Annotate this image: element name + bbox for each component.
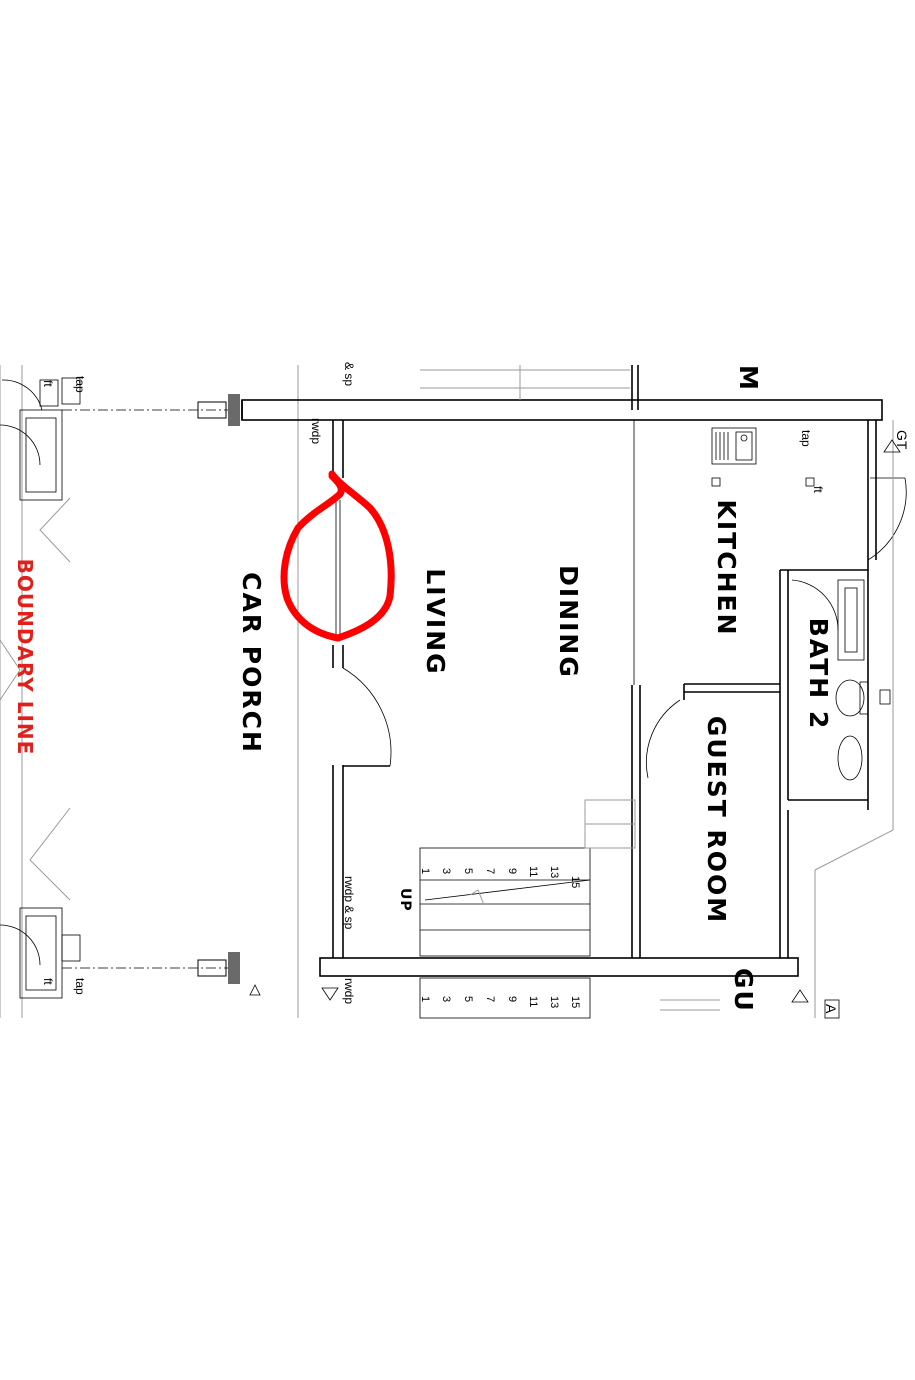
ft-label-left-top: ft xyxy=(41,380,55,387)
room-label-guest-partial: GU xyxy=(729,968,758,1013)
ft-label-left-bottom: ft xyxy=(41,978,55,985)
red-circle-annotation xyxy=(280,470,395,642)
kitchen-ft-label: ft xyxy=(811,486,825,493)
step-number: 13 xyxy=(548,866,560,878)
tap-label-left-bottom: tap xyxy=(73,978,87,995)
step-number: 1 xyxy=(419,868,431,874)
left-boundary-structures xyxy=(0,365,81,1018)
room-label-bath-2: BATH 2 xyxy=(804,618,833,731)
room-label-guest-room: GUEST ROOM xyxy=(702,716,731,924)
step-number: 7 xyxy=(484,868,496,874)
rwdp-label-bottom: rwdp xyxy=(342,978,356,1004)
room-label-kitchen: KITCHEN xyxy=(712,500,741,637)
kitchen-tap-label: tap xyxy=(799,430,813,447)
room-label-living: LIVING xyxy=(421,568,450,675)
step-number: 3 xyxy=(440,996,452,1002)
step-number: 11 xyxy=(527,866,539,877)
rwdp-label-top: rwdp xyxy=(309,418,323,444)
main-walls xyxy=(241,365,907,1018)
room-label-dining: DINING xyxy=(554,565,583,679)
boundary-line-label: BOUNDARY LINE xyxy=(13,559,37,756)
step-number: 13 xyxy=(548,996,560,1008)
a-partial-label: A xyxy=(823,1004,839,1014)
stairs-lower xyxy=(419,977,720,1019)
step-number: 5 xyxy=(462,868,474,874)
stairs-up-label: UP xyxy=(397,888,413,912)
gate-lines xyxy=(62,394,240,984)
stairs-upper xyxy=(419,365,636,957)
sp-label-top: & sp xyxy=(342,362,356,386)
tap-label-left-top: tap xyxy=(73,376,87,393)
step-number: 15 xyxy=(569,996,581,1008)
step-number: 9 xyxy=(506,868,518,874)
step-number: 9 xyxy=(506,996,518,1002)
step-number: 5 xyxy=(462,996,474,1002)
step-number: 1 xyxy=(419,996,431,1002)
rwdp-sp-label-bottom: rwdp & sp xyxy=(342,876,356,930)
step-number: 11 xyxy=(527,996,539,1007)
fixtures xyxy=(249,427,901,1019)
step-number: 7 xyxy=(484,996,496,1002)
room-label-car-porch: CAR PORCH xyxy=(237,572,266,754)
room-label-top-partial: M xyxy=(734,365,763,392)
step-number: 3 xyxy=(440,868,452,874)
step-number: 15 xyxy=(569,876,581,888)
gt-label: GT xyxy=(894,430,910,450)
